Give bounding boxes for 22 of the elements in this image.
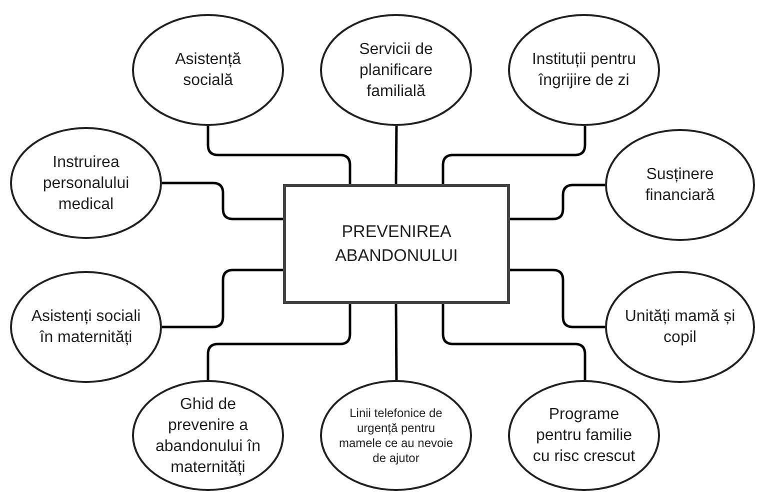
connector-line [394, 304, 398, 380]
connector-line [206, 126, 352, 184]
connector-line [162, 182, 283, 220]
node-label: Susținere financiară [644, 165, 716, 206]
node-label: Instituții pentru îngrijire de zi [530, 50, 638, 91]
connector-line [510, 184, 605, 220]
node-label: Servicii de planificare familială [358, 40, 434, 102]
connector-line [394, 126, 398, 184]
central-box [283, 184, 510, 304]
connector-line [206, 304, 352, 380]
node-label: Unități mamă și copil [624, 307, 736, 348]
node-label: Instruirea personalului medical [42, 152, 130, 214]
node-label: PREVENIREA ABANDONULUI [334, 221, 459, 267]
node-label: Asistenți sociali în maternități [30, 307, 142, 348]
node-label: Ghid de prevenire a abandonului în maternități [154, 394, 262, 478]
connector-line [510, 268, 605, 328]
connector-line [442, 304, 586, 380]
node-label: Programe pentru familie cu risc crescut [532, 405, 636, 467]
connector-line [442, 126, 586, 184]
node-label: Asistență socială [174, 50, 242, 91]
connector-line [162, 268, 283, 328]
node-label: Linii telefonice de urgență pentru mamele ce au nevoie de ajutor [338, 406, 454, 466]
